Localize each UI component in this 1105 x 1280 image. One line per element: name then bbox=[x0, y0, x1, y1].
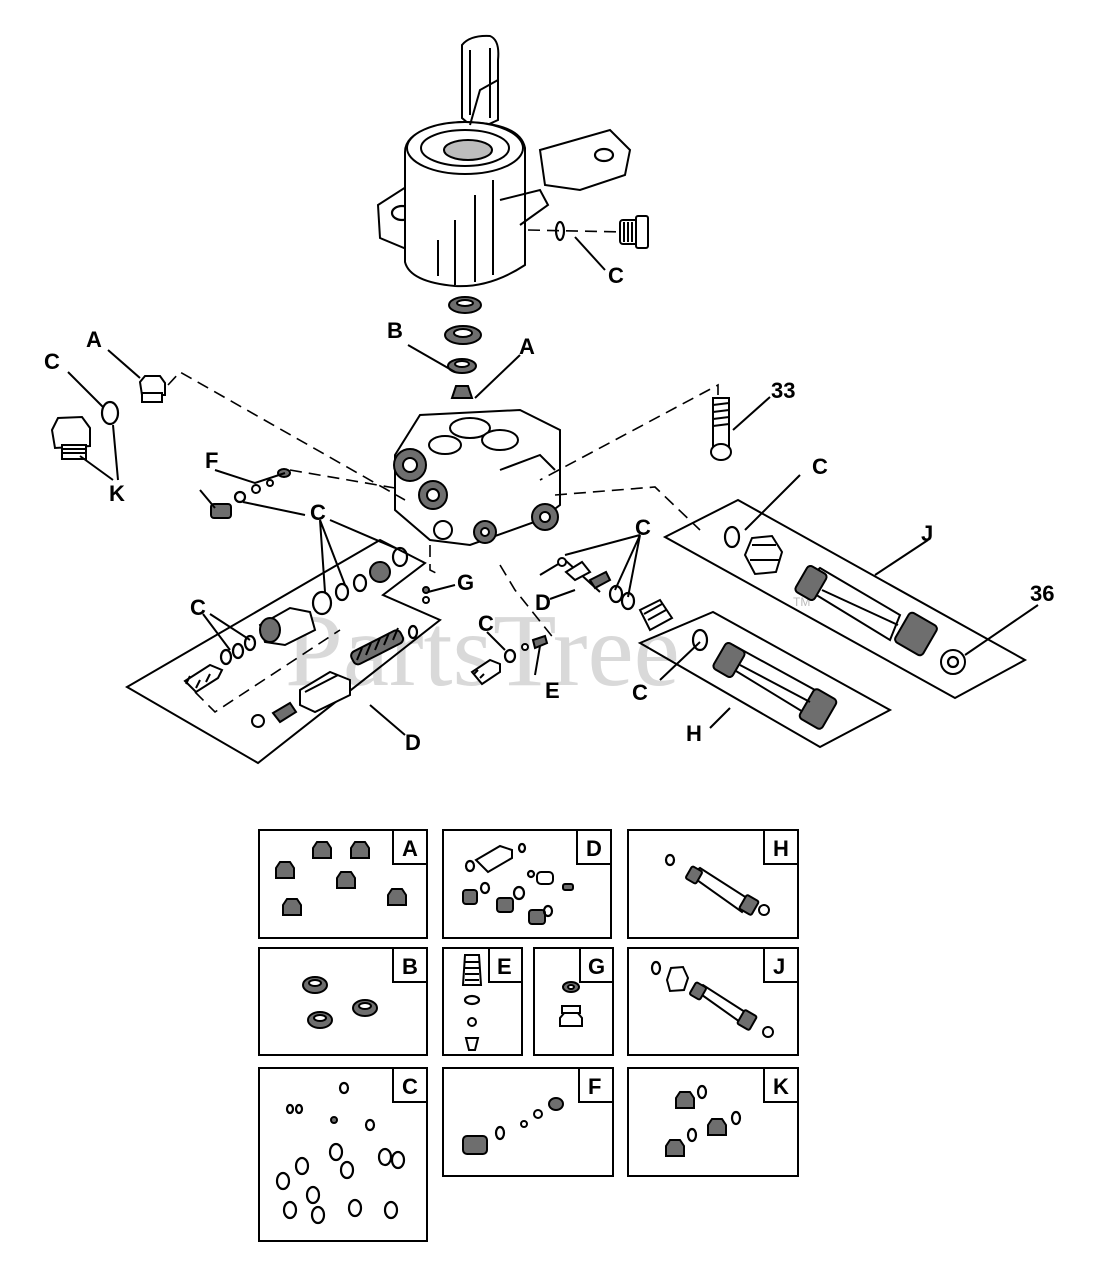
kit-tile-c[interactable]: C bbox=[258, 1067, 428, 1242]
kit-tile-g[interactable]: G bbox=[533, 947, 614, 1056]
callout-d-bottom: D bbox=[405, 730, 421, 755]
kit-tile-j[interactable]: J bbox=[627, 947, 799, 1056]
callout-e-center: E bbox=[545, 678, 560, 703]
kit-tile-a-letter: A bbox=[402, 836, 418, 861]
kit-tile-a[interactable]: A bbox=[258, 829, 428, 939]
kit-tile-h-letter: H bbox=[773, 836, 789, 861]
kit-tile-e[interactable]: E bbox=[442, 947, 523, 1056]
kit-tile-k[interactable]: K bbox=[627, 1067, 799, 1177]
kit-tile-f[interactable]: F bbox=[442, 1067, 614, 1177]
callout-33: 33 bbox=[771, 378, 795, 403]
kit-tile-d[interactable]: D bbox=[442, 829, 612, 939]
kit-j-parts[interactable] bbox=[723, 525, 966, 675]
kit-tile-c-letter: C bbox=[402, 1074, 418, 1099]
callout-h: H bbox=[686, 721, 702, 746]
pump-crankcase-housing[interactable] bbox=[376, 34, 632, 288]
plug-housing-right[interactable] bbox=[527, 215, 649, 249]
oring-c-left[interactable] bbox=[100, 400, 120, 426]
kit-h-outline bbox=[637, 610, 893, 749]
callout-c-mid-right: C bbox=[632, 680, 648, 705]
callout-c-left: C bbox=[44, 349, 60, 374]
kit-tile-b-letter: B bbox=[402, 954, 418, 979]
callout-c-center-low: C bbox=[478, 611, 494, 636]
kit-tile-h[interactable]: H bbox=[627, 829, 799, 939]
callout-f-left: F bbox=[205, 448, 218, 473]
callout-a-mid: A bbox=[519, 334, 535, 359]
kit-tile-j-letter: J bbox=[773, 954, 785, 979]
kit-j-outline bbox=[662, 498, 1028, 700]
plug-k-left[interactable] bbox=[50, 415, 91, 460]
callout-d-right: D bbox=[535, 590, 551, 615]
kit-g-parts[interactable] bbox=[422, 586, 430, 604]
callout-k-left: K bbox=[109, 481, 125, 506]
bolt-33[interactable] bbox=[710, 397, 732, 461]
callout-c-center: C bbox=[635, 515, 651, 540]
kit-f-parts[interactable] bbox=[210, 468, 291, 519]
callout-c-upper-mid: C bbox=[310, 500, 326, 525]
callout-c-kit-left: C bbox=[190, 595, 206, 620]
kit-tile-d-letter: D bbox=[586, 836, 602, 861]
kit-tile-k-letter: K bbox=[773, 1074, 789, 1099]
seal-stack[interactable] bbox=[444, 296, 482, 399]
kit-tile-f-letter: F bbox=[588, 1074, 601, 1099]
kit-d-outline bbox=[125, 538, 442, 765]
kit-tile-b[interactable]: B bbox=[258, 947, 428, 1056]
callout-c-right-upper: C bbox=[812, 454, 828, 479]
pump-manifold-head[interactable] bbox=[393, 408, 561, 547]
kit-tile-e-letter: E bbox=[497, 954, 512, 979]
callout-leaders bbox=[67, 236, 1039, 736]
plug-a-left[interactable] bbox=[138, 375, 166, 403]
kit-e-parts[interactable] bbox=[470, 634, 549, 686]
callout-36: 36 bbox=[1030, 581, 1054, 606]
callout-c-top: C bbox=[608, 263, 624, 288]
callout-a-left: A bbox=[86, 327, 102, 352]
kit-h-parts[interactable] bbox=[691, 628, 838, 730]
kit-d-right-parts[interactable] bbox=[539, 557, 674, 632]
callout-b-top: B bbox=[387, 318, 403, 343]
kit-d-parts[interactable] bbox=[183, 546, 419, 728]
callout-g-center: G bbox=[457, 570, 474, 595]
callout-j-right: J bbox=[921, 521, 933, 546]
kit-tile-g-letter: G bbox=[588, 954, 605, 979]
